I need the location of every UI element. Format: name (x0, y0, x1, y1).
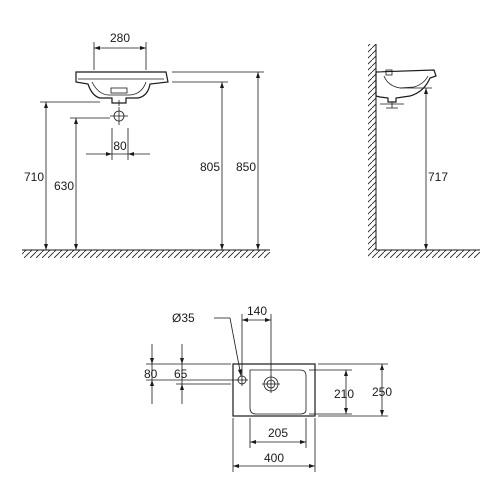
dim-850-arrow-top (256, 72, 260, 78)
front-tap (110, 87, 128, 94)
dim-140-arrow-left (242, 318, 248, 322)
dim-280-label: 280 (110, 31, 130, 45)
dim-80-plan-arrow-bottom (150, 380, 154, 386)
dim-805-arrow-bottom (220, 244, 224, 250)
dim-400-label: 400 (264, 451, 284, 465)
dim-65-arrow-top (180, 358, 184, 364)
dim-80-plan-arrow-top (150, 358, 154, 364)
dim-250-arrow-top (380, 364, 384, 370)
side-view: 717 (368, 44, 480, 258)
dim-710-arrow-top (44, 102, 48, 108)
dim-717-arrow-top (424, 88, 428, 94)
dim-210-arrow-top (344, 370, 348, 376)
side-basin-body (375, 69, 437, 103)
dim-400-arrow-left (233, 464, 239, 468)
dim-80-arrow-left (106, 152, 112, 156)
dim-80-label: 80 (113, 139, 127, 153)
side-trap (386, 102, 398, 109)
dim-65-arrow-bottom (180, 384, 184, 390)
dim-805-label: 805 (200, 160, 220, 174)
dim-280-arrow-right (140, 46, 146, 50)
dim-140-arrow-right (265, 318, 271, 322)
front-basin-body (75, 71, 169, 104)
dim-710-arrow-bottom (44, 244, 48, 250)
dim-630-arrow-bottom (74, 244, 78, 250)
dim-280-arrow-left (94, 46, 100, 50)
dim-d35-arrow (238, 369, 242, 376)
dim-205-arrow-right (300, 440, 306, 444)
dim-805-arrow-top (220, 82, 224, 88)
dim-710-label: 710 (24, 170, 44, 184)
front-view: 280 80 710 630 805 850 (22, 31, 270, 258)
front-floor-hatch (22, 250, 270, 258)
dim-80-plan-label: 80 (144, 367, 158, 381)
side-basin-bowl (383, 75, 429, 89)
dim-205-label: 205 (268, 426, 288, 440)
plan-view: Ø35 140 80 65 210 250 (144, 304, 392, 472)
dim-630-label: 630 (54, 179, 74, 193)
dim-400-arrow-right (309, 464, 315, 468)
dim-205-arrow-left (250, 440, 256, 444)
side-wall-hatch (368, 44, 376, 258)
dim-210-label: 210 (334, 387, 354, 401)
dim-210-arrow-bottom (344, 408, 348, 414)
dim-80-arrow-right (128, 152, 134, 156)
dim-717-arrow-bottom (424, 244, 428, 250)
plan-basin-bowl (249, 369, 307, 415)
dim-630-arrow-top (74, 118, 78, 124)
dim-850-label: 850 (236, 160, 256, 174)
front-basin-bowl (91, 81, 147, 96)
dim-d35-leader (229, 317, 242, 377)
side-tap (385, 69, 393, 76)
dim-140-label: 140 (247, 304, 267, 318)
dim-250-label: 250 (372, 385, 392, 399)
dim-d35-label: Ø35 (172, 311, 195, 325)
dim-250-arrow-bottom (380, 410, 384, 416)
dim-65-label: 65 (174, 367, 188, 381)
dim-717-label: 717 (428, 170, 448, 184)
dim-850-arrow-bottom (256, 244, 260, 250)
side-floor-hatch (376, 250, 480, 258)
